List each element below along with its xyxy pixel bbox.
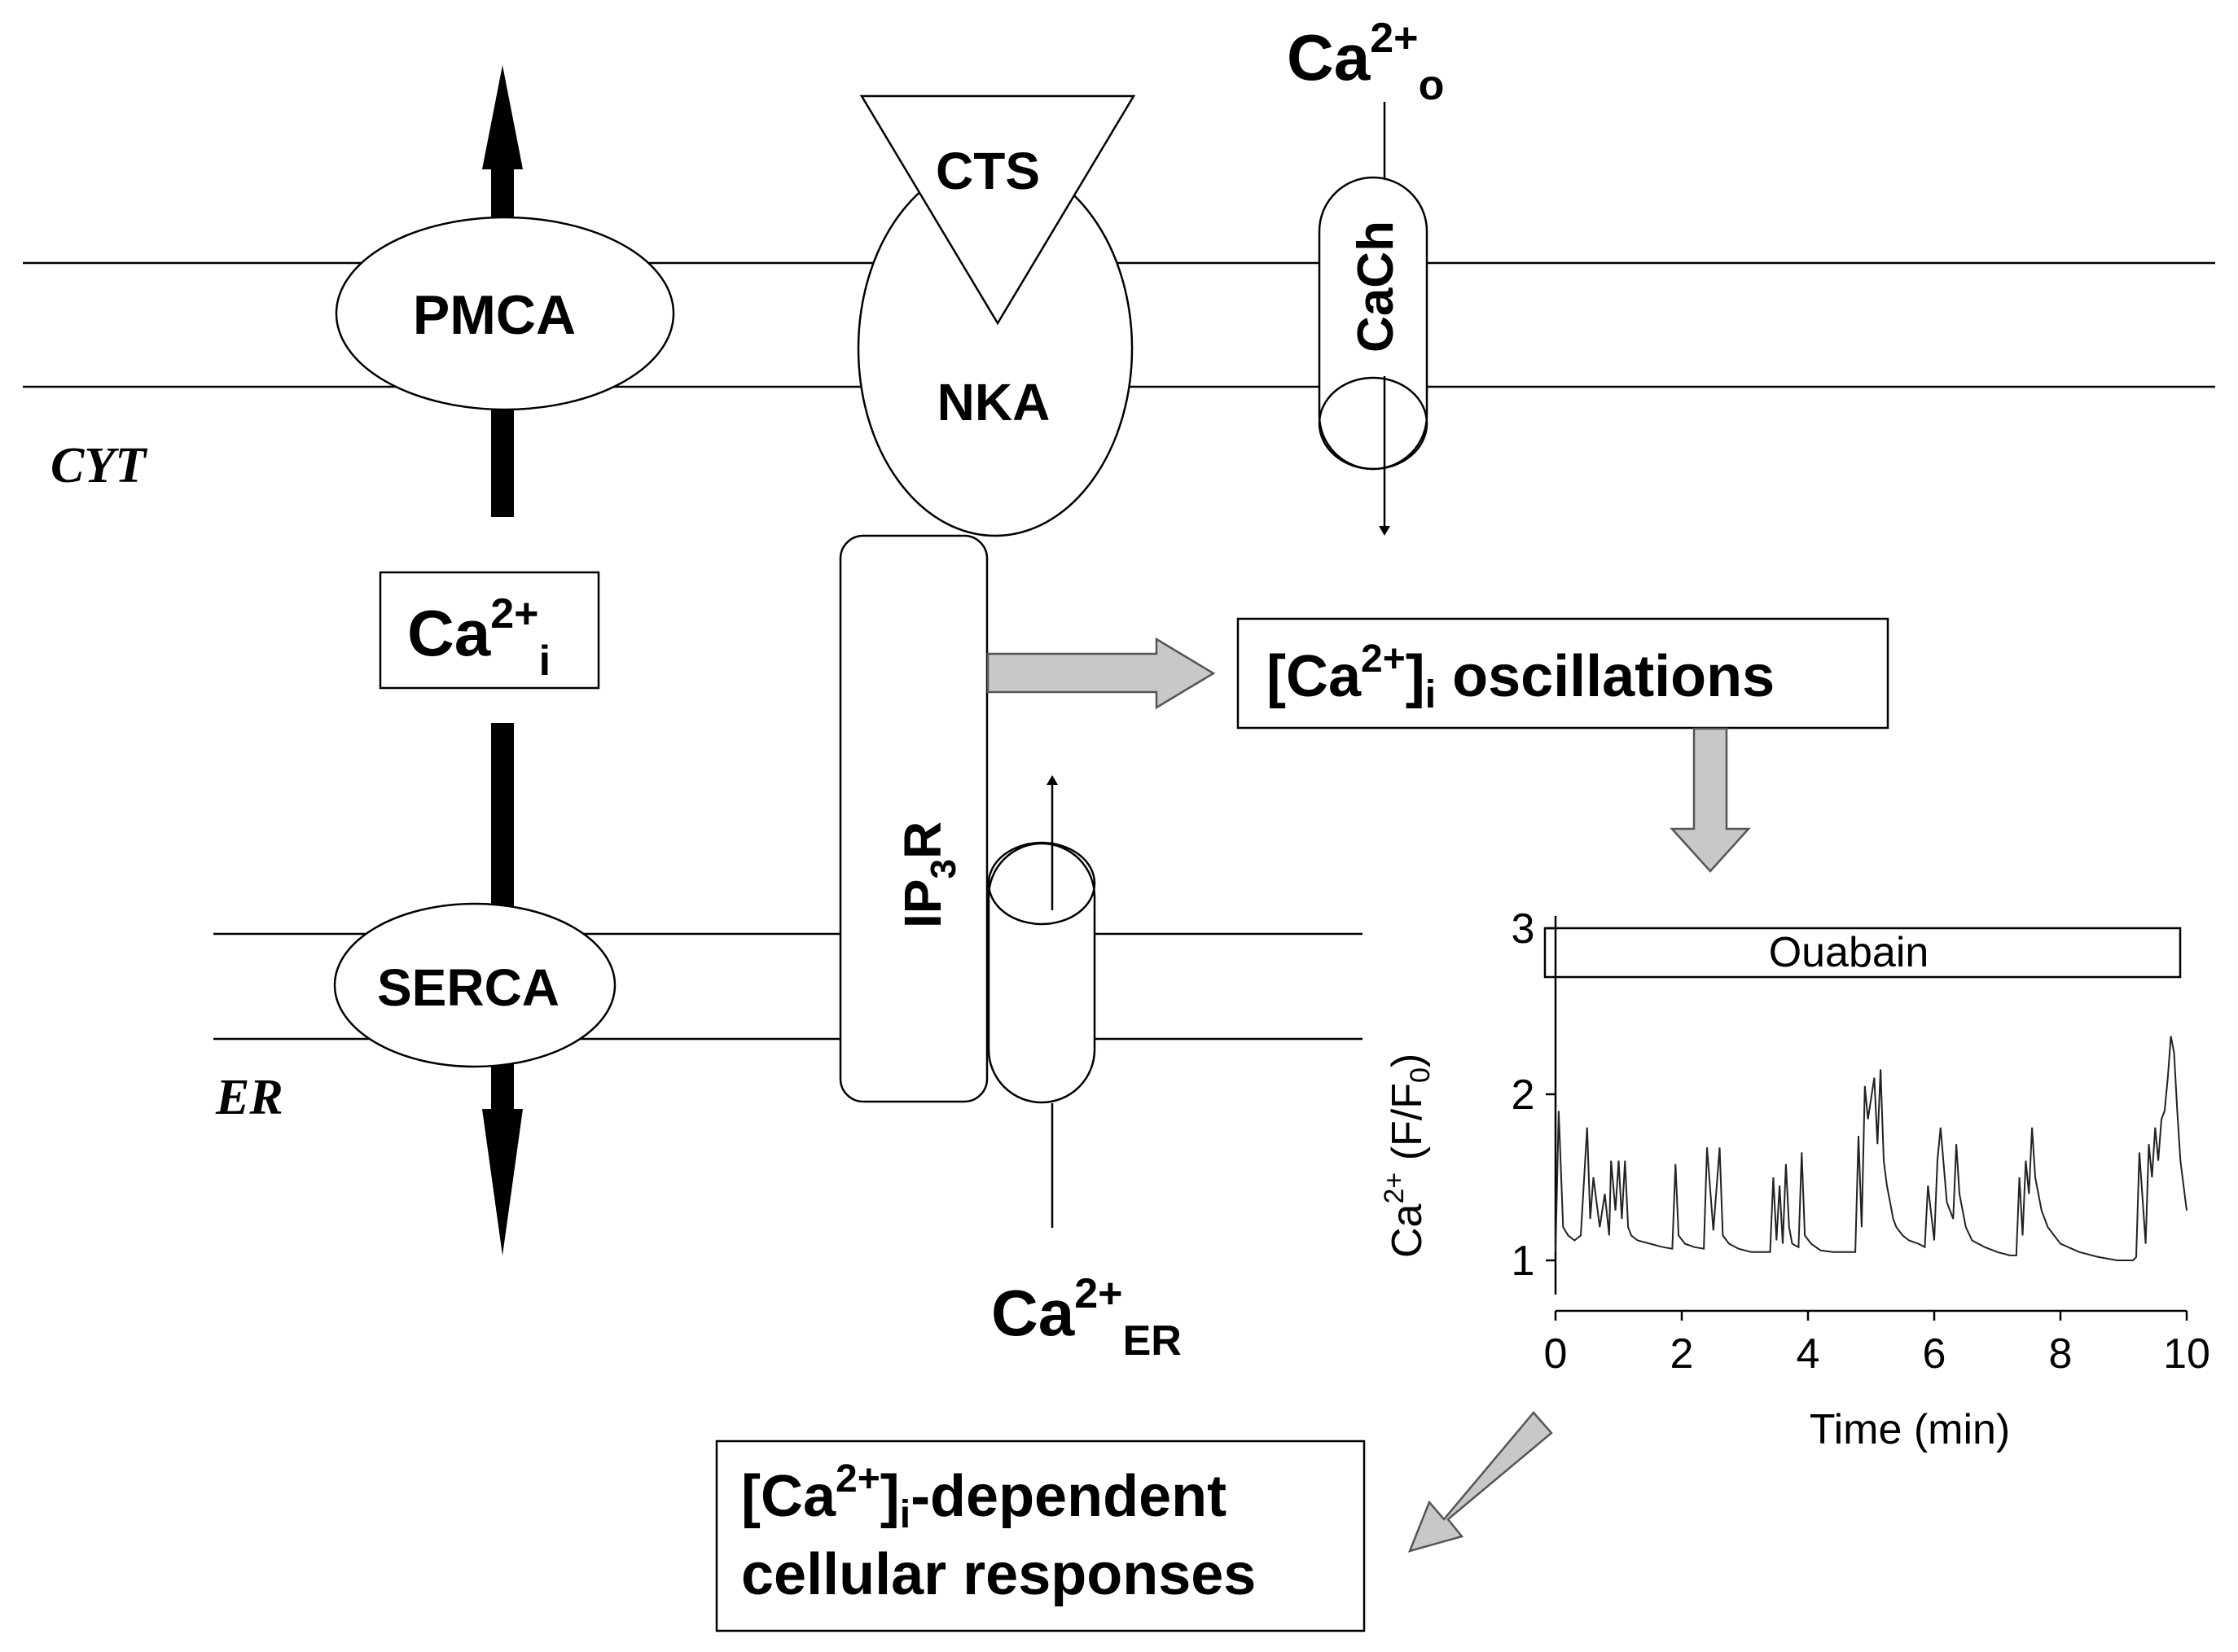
cach-label: CaCh: [1348, 221, 1404, 353]
x-axis-label: Time (min): [1810, 1406, 2011, 1453]
cytosol-label: CYT: [50, 438, 147, 493]
oscillation-signal-arrow: [986, 637, 1216, 710]
oscillations-box: [Ca2+]i oscillations: [1236, 617, 1889, 730]
er-label: ER: [215, 1070, 283, 1125]
ip3-receptor: IP3R: [839, 534, 989, 1103]
ip3r-label: IP3R: [893, 822, 963, 928]
oscillations-label: [Ca2+]i oscillations: [1266, 638, 1775, 716]
er-release-channel: [987, 775, 1096, 1228]
serca-label: SERCA: [377, 958, 560, 1017]
ouabain-bar: [1543, 927, 2182, 979]
x-tick-label: 10: [2163, 1330, 2210, 1378]
calcium-channel: CaCh: [1318, 102, 1428, 536]
x-tick-label: 6: [1923, 1330, 1946, 1378]
x-tick-label: 4: [1797, 1330, 1820, 1378]
ca-cytosolic-box: Ca2+i: [379, 571, 600, 690]
responses-box: [Ca2+]i-dependent cellular responses: [715, 1439, 1366, 1632]
x-tick-label: 0: [1544, 1330, 1568, 1378]
y-axis-label: Ca2+ (F/F0): [1379, 1054, 1436, 1258]
trace-to-responses-arrow: [1407, 1411, 1553, 1553]
y-tick-label: 2: [1512, 1071, 1535, 1119]
cts-label: CTS: [936, 142, 1040, 200]
nka-label: NKA: [937, 373, 1051, 432]
ouabain-label: Ouabain: [1769, 929, 1929, 976]
serca-pump: SERCA: [333, 902, 617, 1068]
responses-line2: cellular responses: [741, 1542, 1256, 1607]
x-tick-label: 2: [1670, 1330, 1694, 1378]
pmca-pump: PMCA: [335, 216, 675, 411]
x-tick-label: 8: [2049, 1330, 2073, 1378]
calcium-trace-chart: Ouabain Ca2+ (F/F0) Time (min) 1 2 3 0 2 4 6 8 1…: [1379, 905, 2210, 1453]
cts-triangle: CTS: [859, 94, 1136, 326]
oscillations-to-trace-arrow: [1670, 727, 1751, 873]
y-tick-label: 1: [1512, 1238, 1535, 1285]
y-tick-label: 3: [1512, 905, 1535, 953]
calcium-trace-line: [1555, 1036, 2188, 1261]
ca-er-label: Ca2+ER: [991, 1270, 1182, 1365]
ca-extracellular-label: Ca2+o: [1287, 15, 1444, 109]
pmca-label: PMCA: [413, 284, 576, 346]
responses-line1: [Ca2+]i-dependent: [741, 1457, 1227, 1536]
ca-cytosolic-label: Ca2+i: [407, 590, 551, 685]
